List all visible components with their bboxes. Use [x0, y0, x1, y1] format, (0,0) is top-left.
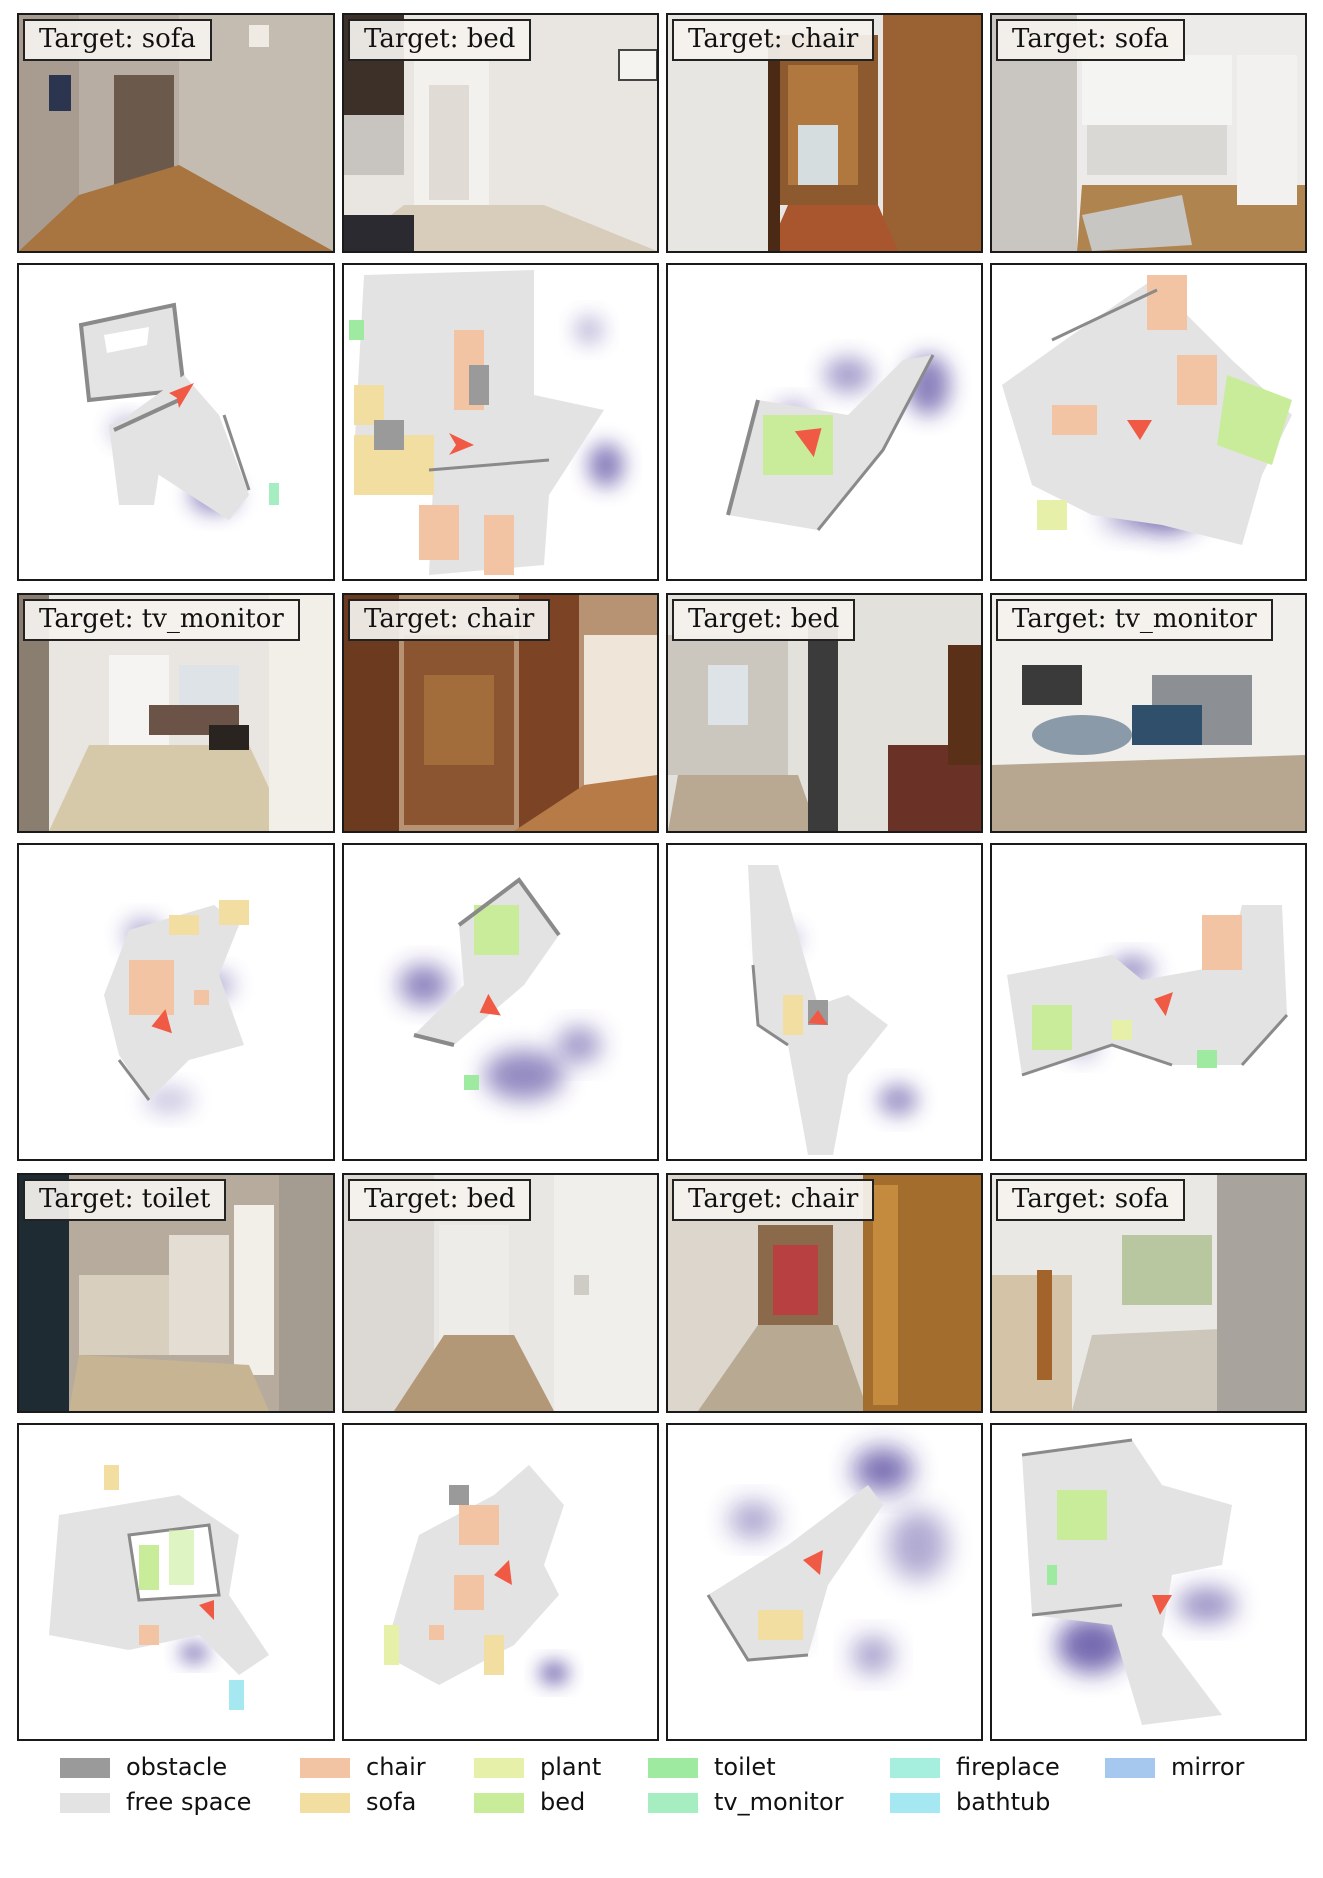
agent-arrow-icon [1152, 1595, 1172, 1615]
map-render [349, 270, 624, 575]
legend-label: bathtub [956, 1788, 1051, 1816]
map-render [384, 1465, 569, 1685]
legend-swatch [648, 1793, 698, 1813]
map-render [1002, 275, 1292, 545]
observation-image-r2-c4: Target: tv_monitor [990, 593, 1307, 833]
legend-swatch [890, 1758, 940, 1778]
legend-swatch [300, 1793, 350, 1813]
room-photo [668, 1175, 981, 1411]
target-label: Target: bed [672, 599, 856, 641]
room-photo [344, 595, 657, 831]
map-render [104, 900, 249, 1114]
legend-label: bed [540, 1788, 586, 1816]
target-label: Target: sofa [23, 19, 212, 61]
semantic-map-r2-c1 [17, 843, 335, 1161]
map-render [399, 877, 601, 1100]
observation-image-r3-c3: Target: chair [666, 1173, 983, 1413]
legend-swatch [648, 1758, 698, 1778]
agent-arrow-icon [1127, 420, 1152, 440]
semantic-map-r1-c3 [666, 263, 983, 581]
map-render [1021, 1438, 1237, 1725]
map-render [748, 865, 918, 1155]
observation-image-r1-c4: Target: sofa [990, 13, 1307, 253]
observation-image-r1-c2: Target: bed [342, 13, 659, 253]
map-render [1007, 905, 1289, 1077]
target-label: Target: chair [348, 599, 551, 641]
room-photo [19, 1175, 333, 1411]
semantic-map-r2-c4 [990, 843, 1307, 1161]
agent-arrow-icon [479, 993, 501, 1016]
agent-arrow-icon [803, 1550, 823, 1575]
target-label: Target: chair [672, 1179, 875, 1221]
semantic-map-r3-c3 [666, 1423, 983, 1741]
legend-label: obstacle [126, 1753, 228, 1781]
target-label: Target: chair [672, 19, 875, 61]
semantic-map-r2-c2 [342, 843, 659, 1161]
semantic-map-r3-c4 [990, 1423, 1307, 1741]
legend-label: mirror [1171, 1753, 1245, 1781]
target-label: Target: tv_monitor [23, 599, 300, 641]
legend-swatch [300, 1758, 350, 1778]
agent-arrow-icon [151, 1009, 172, 1034]
target-label: Target: bed [348, 1179, 532, 1221]
target-label: Target: bed [348, 19, 532, 61]
legend-swatch [60, 1793, 110, 1813]
legend-swatch [890, 1793, 940, 1813]
legend-swatch [60, 1758, 110, 1778]
legend-swatch [474, 1758, 524, 1778]
legend-label: free space [126, 1788, 252, 1816]
agent-arrow-icon [169, 383, 194, 408]
agent-arrow-icon [1154, 992, 1173, 1017]
legend-label: toilet [714, 1753, 776, 1781]
target-label: Target: sofa [996, 19, 1185, 61]
semantic-map-r3-c1 [17, 1423, 335, 1741]
semantic-map-r3-c2 [342, 1423, 659, 1741]
target-label: Target: toilet [23, 1179, 227, 1221]
map-render [706, 1448, 948, 1673]
observation-image-r2-c2: Target: chair [342, 593, 659, 833]
semantic-map-r1-c2 [342, 263, 659, 581]
legend-label: plant [540, 1753, 602, 1781]
map-render [726, 354, 950, 531]
agent-arrow-icon [449, 433, 474, 455]
observation-image-r3-c2: Target: bed [342, 1173, 659, 1413]
observation-image-r2-c3: Target: bed [666, 593, 983, 833]
target-label: Target: tv_monitor [996, 599, 1273, 641]
semantic-map-r1-c1 [17, 263, 335, 581]
semantic-map-r1-c4 [990, 263, 1307, 581]
legend: obstacle free space chair sofa plant bed… [60, 1752, 1290, 1832]
legend-swatch [1105, 1758, 1155, 1778]
observation-image-r1-c1: Target: sofa [17, 13, 335, 253]
legend-label: tv_monitor [714, 1788, 844, 1816]
agent-arrow-icon [808, 1010, 828, 1025]
legend-label: sofa [366, 1788, 417, 1816]
observation-image-r3-c4: Target: sofa [990, 1173, 1307, 1413]
map-render [49, 1465, 269, 1710]
agent-arrow-icon [199, 1600, 214, 1620]
observation-image-r2-c1: Target: tv_monitor [17, 593, 335, 833]
observation-image-r3-c1: Target: toilet [17, 1173, 335, 1413]
map-render [78, 302, 279, 520]
legend-label: chair [366, 1753, 426, 1781]
agent-arrow-icon [494, 1560, 512, 1585]
target-label: Target: sofa [996, 1179, 1185, 1221]
observation-image-r1-c3: Target: chair [666, 13, 983, 253]
legend-label: fireplace [956, 1753, 1060, 1781]
agent-arrow-icon [794, 428, 822, 458]
legend-swatch [474, 1793, 524, 1813]
semantic-map-r2-c3 [666, 843, 983, 1161]
